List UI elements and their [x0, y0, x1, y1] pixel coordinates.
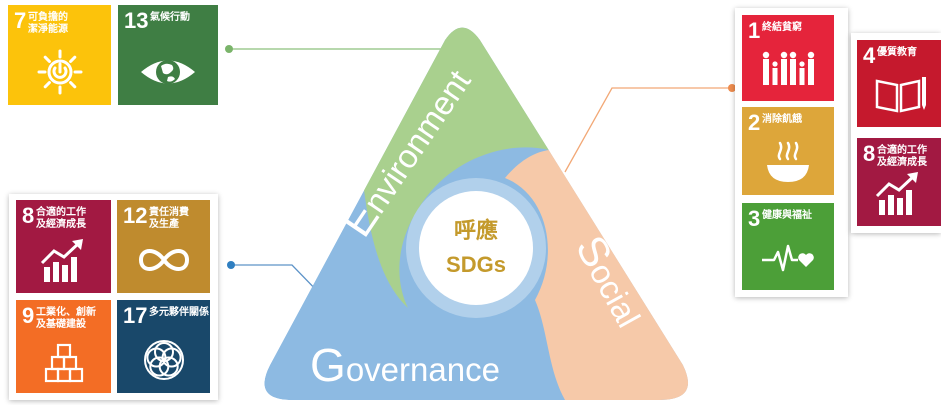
eye-globe-icon [141, 60, 195, 84]
sdg-number: 7 [14, 8, 27, 33]
sdg-number: 17 [123, 303, 148, 328]
sdg-title: 合適的工作及經濟成長 [36, 207, 86, 230]
sdg-title: 健康與福祉 [762, 210, 812, 221]
heartbeat-icon [762, 244, 814, 272]
sdg-title: 責任消費及生產 [149, 207, 189, 230]
environment-band [364, 27, 549, 308]
growth-chart-icon [875, 172, 918, 215]
governance-label: Governance [310, 339, 500, 391]
sdg-tile-12: 12 責任消費及生產 [117, 200, 210, 293]
sdg-number: 3 [748, 206, 761, 231]
social-connector-dot [728, 84, 736, 92]
cubes-icon [44, 343, 83, 383]
sdg-title: 多元夥伴關係 [149, 307, 209, 318]
bowl-icon [767, 141, 809, 182]
center-circle [419, 191, 533, 305]
sdg-tile-9: 9 工業化、創新及基礎建設 [16, 300, 111, 393]
sdg-tile-3: 3 健康與福祉 [742, 203, 834, 290]
sdg-number: 9 [22, 303, 35, 328]
sdg-title: 合適的工作及經濟成長 [877, 145, 927, 168]
sdg-title: 可負擔的潔淨能源 [28, 12, 68, 35]
environment-connector-dot [225, 45, 233, 53]
center-label-line1: 呼應 [454, 218, 498, 243]
sdg-number: 4 [863, 43, 876, 68]
sdg-number: 2 [748, 110, 761, 135]
book-pencil-icon [875, 77, 926, 113]
family-icon [762, 51, 815, 85]
sdg-number: 8 [863, 141, 876, 166]
sdg-title: 氣候行動 [150, 12, 190, 23]
growth-chart-icon [40, 239, 83, 282]
center-label-line2: SDGs [446, 252, 506, 277]
social-connector-line [564, 87, 732, 173]
sdg-tile-8: 8 合適的工作及經濟成長 [16, 200, 111, 293]
sdg-tile-4: 4 優質教育 [857, 40, 941, 127]
sdg-tile-8-social: 8 合適的工作及經濟成長 [857, 138, 941, 226]
sdg-title: 工業化、創新及基礎建設 [36, 307, 96, 330]
sdg-tile-2: 2 消除飢餓 [742, 107, 834, 195]
sdg-tile-13: 13 氣候行動 [118, 5, 218, 105]
sdg-number: 1 [748, 18, 761, 43]
power-sun-icon [37, 49, 82, 95]
sdg-title: 優質教育 [877, 47, 917, 58]
sdg-tile-17: 17 多元夥伴關係 [117, 300, 210, 393]
sdg-number: 13 [124, 8, 149, 33]
sdg-title: 消除飢餓 [762, 114, 802, 125]
governance-connector-dot [227, 261, 235, 269]
social-band [505, 150, 689, 400]
sdg-tile-7: 7 可負擔的潔淨能源 [8, 5, 111, 105]
rings-flower-icon [143, 340, 184, 380]
sdg-tile-1: 1 終結貧窮 [742, 15, 834, 101]
sdg-number: 12 [123, 203, 148, 228]
infinity-icon [138, 249, 189, 271]
sdg-number: 8 [22, 203, 35, 228]
sdg-title: 終結貧窮 [762, 22, 802, 33]
